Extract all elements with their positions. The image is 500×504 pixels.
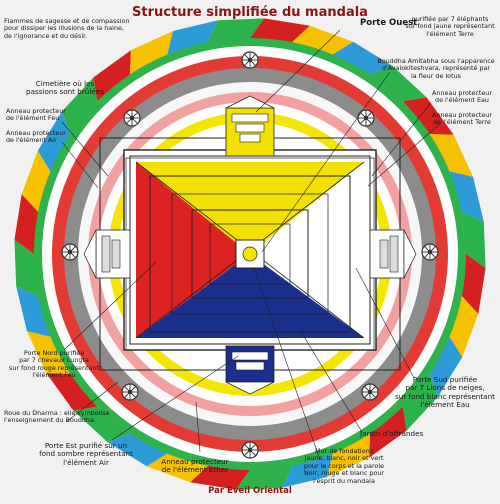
- flame-segment: [402, 374, 439, 431]
- flame-segment: [14, 239, 39, 297]
- flame-segment: [461, 211, 486, 269]
- flame-segment: [93, 50, 131, 102]
- flame-segment: [46, 373, 98, 411]
- label-bouddha: Bouddha Amitabha sous l'apparence d'Aval…: [377, 57, 495, 80]
- lotus-icon: [242, 246, 258, 262]
- dharma-wheel-icon: [361, 383, 379, 401]
- gate-east: [225, 345, 275, 395]
- flame-segment: [207, 18, 265, 43]
- flame-segment: [16, 286, 51, 337]
- dharma-wheel-icon: [241, 51, 259, 69]
- label-anneau-feu: Anneau protecteur de l'élément Feu: [6, 107, 66, 123]
- gate-south: [369, 229, 417, 279]
- label-porte-nord: Porte Nord purifiée par 7 chevaux Lungta…: [9, 349, 99, 380]
- label-porte-ouest: Porte Ouest: [360, 18, 418, 28]
- flame-segment: [332, 41, 393, 75]
- flame-segment: [327, 433, 371, 478]
- label-jardin: Jardin d'offrandes: [360, 429, 424, 438]
- flame-segment: [73, 406, 130, 443]
- flames-ring: [14, 18, 486, 490]
- label-anneau-eau: Anneau protecteur de l'élément Eau: [432, 89, 492, 105]
- flame-segment: [250, 18, 310, 43]
- quadrant-east-blue: [136, 254, 364, 338]
- flame-segment: [429, 133, 474, 177]
- flame-segment: [107, 433, 168, 467]
- quadrant-north-red: [136, 162, 250, 338]
- flame-segment: [449, 171, 484, 222]
- gate-west: [225, 95, 275, 157]
- flame-segment: [429, 336, 463, 397]
- label-flammes: Flammes de sagesse et de compassion pour…: [4, 17, 130, 40]
- flame-segment: [370, 65, 427, 102]
- dharma-wheel-icon: [357, 109, 375, 127]
- label-anneau-air: Anneau protecteur de l'élément Air: [6, 129, 66, 145]
- dharma-wheel-icon: [61, 243, 79, 261]
- flame-segment: [14, 194, 39, 254]
- label-anneau-ether: Anneau protecteur de l'élément Ether: [161, 457, 229, 475]
- credit: Par Eveil Oriental: [208, 486, 292, 496]
- dharma-wheel-icon: [421, 243, 439, 261]
- dharma-wheel-icon: [123, 109, 141, 127]
- label-porte-est: Porte Est purifié sur un fond sombre rep…: [39, 441, 133, 467]
- flame-segment: [129, 30, 173, 75]
- flame-segment: [292, 25, 354, 55]
- palace-wall: [209, 223, 291, 285]
- quadrant-south-white: [250, 162, 364, 338]
- flame-segment: [369, 406, 407, 458]
- label-porte-sud: Porte Sud purifiée par 7 Lions de neiges…: [395, 375, 495, 410]
- leader-lines: [61, 29, 441, 461]
- flame-segment: [26, 331, 71, 375]
- flame-segment: [61, 77, 98, 134]
- dharma-wheels: [61, 51, 439, 459]
- flame-segment: [146, 453, 208, 483]
- flame-segment: [37, 111, 71, 172]
- flame-segment: [235, 465, 293, 490]
- quadrant-west-yellow: [136, 162, 364, 254]
- flame-segment: [402, 97, 454, 135]
- flame-segment: [21, 150, 51, 212]
- label-porte-ouest-desc: purifiée par 7 éléphants sur fond jaune …: [405, 15, 495, 38]
- dharma-wheel-icon: [241, 441, 259, 459]
- flame-segment: [449, 296, 479, 358]
- flame-segment: [282, 453, 333, 488]
- palace-wall: [149, 175, 351, 333]
- flame-segment: [461, 254, 486, 314]
- page-title: Structure simplifiée du mandala: [132, 5, 368, 20]
- label-roue: Roue du Dharma : elle symbolise l'enseig…: [4, 409, 110, 425]
- label-anneau-terre: Anneau protecteur de l'élément Terre: [432, 111, 492, 127]
- gate-north: [83, 229, 131, 279]
- label-mur: Mur de fondations jaune, blanc, noir et …: [303, 447, 385, 485]
- flame-segment: [167, 20, 218, 55]
- label-cimetiere: Cimetière où les passions sont brûlées: [26, 79, 104, 97]
- dharma-wheel-icon: [121, 383, 139, 401]
- palace-wall: [171, 193, 329, 315]
- palace-wall: [191, 209, 309, 299]
- flame-segment: [190, 465, 250, 490]
